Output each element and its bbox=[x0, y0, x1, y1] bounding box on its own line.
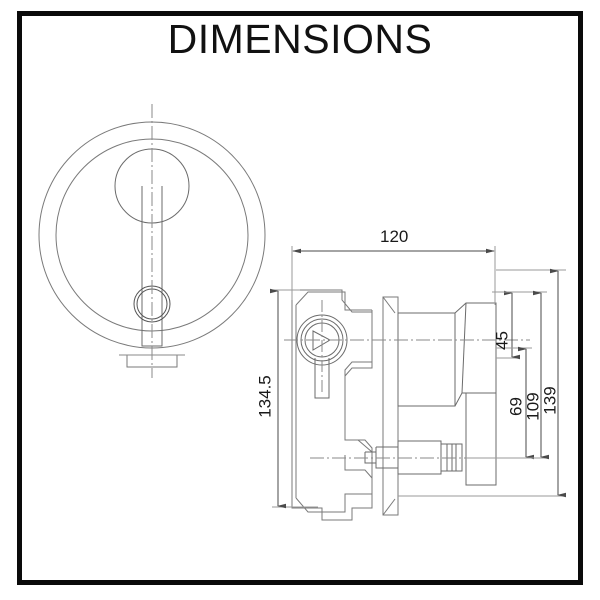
cartridge-body bbox=[397, 312, 456, 407]
dimension-label-120: 120 bbox=[380, 227, 409, 246]
rear-body-top bbox=[295, 291, 372, 311]
side-view-group bbox=[284, 289, 530, 521]
dimension-lines-group bbox=[270, 246, 566, 509]
handle-lever-stem bbox=[465, 393, 497, 486]
spout-tail bbox=[364, 451, 376, 464]
lever-housing-inner-edge bbox=[461, 302, 467, 394]
bottom-tab bbox=[126, 355, 178, 368]
flange-chamfer-bottom bbox=[382, 498, 396, 516]
outlet-spout-collar bbox=[440, 443, 463, 472]
page-title: DIMENSIONS bbox=[167, 16, 433, 62]
dimension-label-69: 69 bbox=[506, 397, 526, 416]
rear-body-bottom bbox=[295, 493, 372, 513]
dimension-label-45: 45 bbox=[492, 331, 512, 350]
outlet-spout-body bbox=[397, 440, 442, 475]
front-view-group bbox=[38, 104, 266, 378]
dimension-label-109: 109 bbox=[523, 392, 543, 421]
outlet-spout-neck bbox=[375, 446, 398, 469]
lever-housing-taper bbox=[454, 302, 497, 407]
rear-body-step-upper bbox=[344, 310, 373, 430]
dimension-label-139: 139 bbox=[540, 386, 560, 415]
dimension-label-134-5: 134.5 bbox=[255, 375, 275, 418]
sheet-border-frame bbox=[17, 11, 583, 585]
rear-body-outline bbox=[291, 289, 373, 521]
wall-plate-flange bbox=[382, 296, 399, 516]
control-knob-handle-stem bbox=[314, 358, 330, 399]
flange-chamfer-top bbox=[382, 296, 396, 314]
rear-body-step-lower bbox=[344, 430, 373, 494]
